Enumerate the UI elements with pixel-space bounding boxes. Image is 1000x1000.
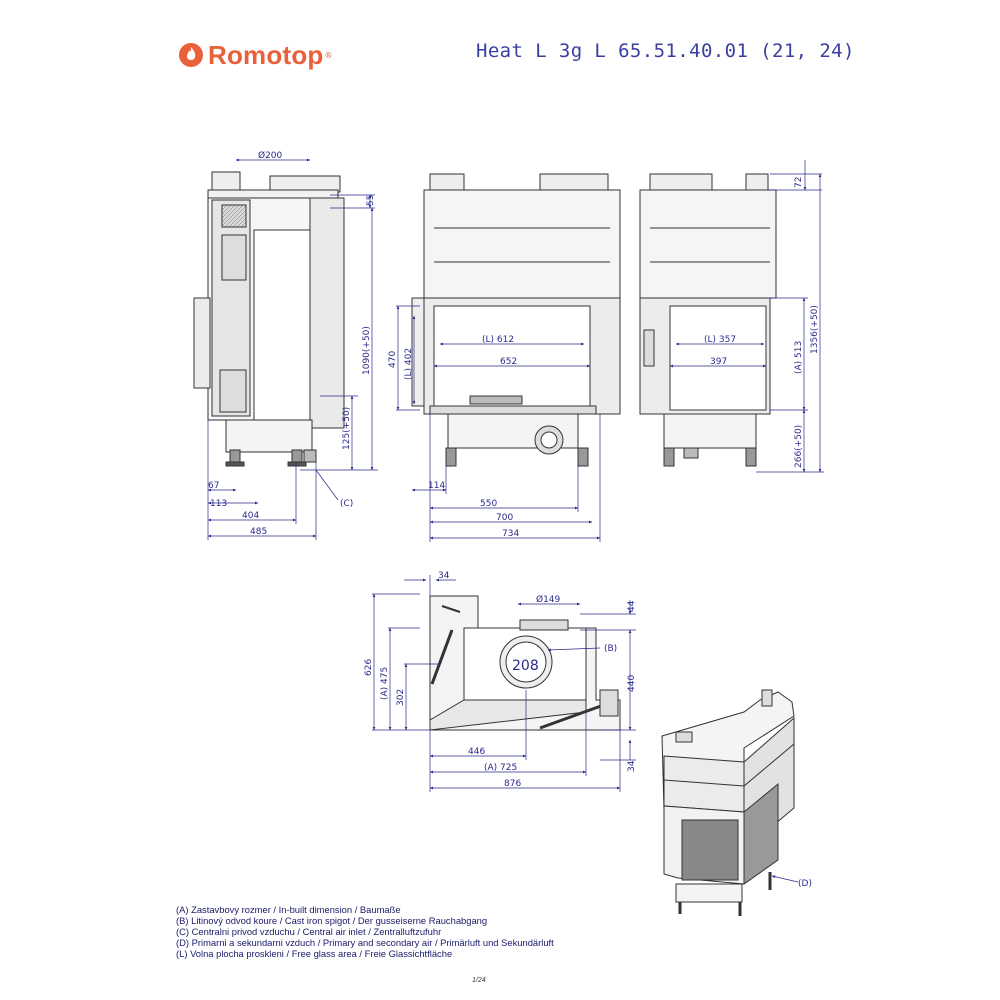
dim-plan-302: 302 <box>396 689 406 706</box>
dim-700: 700 <box>496 513 513 523</box>
side-view-dimensions <box>207 158 378 540</box>
side-view-labels: Ø200 55 1090(+50) 125(+50) 67 113 404 48… <box>208 150 376 537</box>
dim-404: 404 <box>242 511 259 521</box>
dim-right-glass-width: (L) 357 <box>704 335 736 345</box>
isometric-view-dimensions <box>771 875 799 883</box>
legend-item-c: (C) Centralni privod vzduchu / Central a… <box>176 926 442 937</box>
dim-plan-876: 876 <box>504 779 521 789</box>
callout-b: (B) <box>604 644 617 654</box>
model-title: Heat L 3g L 65.51.40.01 (21, 24) <box>476 40 855 62</box>
front-view-dimensions <box>396 305 601 542</box>
dim-side-height: 1090(+50) <box>362 326 372 375</box>
dim-plan-475: (A) 475 <box>380 667 390 700</box>
dim-right-height: 1356(+50) <box>810 305 820 354</box>
brand-name: Romotop <box>208 39 324 70</box>
right-view-labels: (L) 357 397 72 (A) 513 1356(+50) 266(+50… <box>704 177 820 468</box>
legend: (A) Zastavbovy rozmer / In-built dimensi… <box>176 904 554 959</box>
dim-right-glass-height: (A) 513 <box>794 341 804 374</box>
right-view-dimensions <box>669 160 824 473</box>
dim-right-top: 72 <box>794 177 804 188</box>
dim-550: 550 <box>480 499 497 509</box>
dim-flue-diameter: Ø200 <box>258 150 283 161</box>
front-view-labels: (L) 612 652 470 (L) 402 114 550 700 734 <box>388 335 519 539</box>
dim-side-top: 55 <box>366 195 376 206</box>
dim-plan-44: 44 <box>627 600 637 612</box>
plan-view-labels: 34 Ø149 44 (B) 208 440 626 (A) 475 302 4… <box>364 571 637 789</box>
dim-67: 67 <box>208 481 219 491</box>
dim-734: 734 <box>502 529 519 539</box>
callout-d: (D) <box>798 879 812 889</box>
legend-item-b: (B) Litinový odvod koure / Cast iron spi… <box>176 915 488 926</box>
dim-113: 113 <box>210 499 227 509</box>
dim-plan-spigot: 208 <box>512 658 539 674</box>
page-number: 1/24 <box>472 977 486 984</box>
plan-view <box>429 595 621 731</box>
front-view <box>411 173 621 467</box>
legend-item-a: (A) Zastavbovy rozmer / In-built dimensi… <box>176 904 401 915</box>
dim-plan-626: 626 <box>364 659 374 676</box>
dim-plan-34-top: 34 <box>438 571 450 581</box>
legend-item-l: (L) Volna plocha proskleni / Free glass … <box>176 948 453 959</box>
side-view <box>193 171 345 467</box>
brand-logo: Romotop® <box>178 38 332 72</box>
callout-c: (C) <box>340 499 353 509</box>
dim-front-glass-width: (L) 612 <box>482 335 514 345</box>
dim-front-470: 470 <box>388 351 398 368</box>
dim-right-base: 266(+50) <box>794 425 804 468</box>
flame-logo-icon <box>179 43 203 67</box>
dim-114: 114 <box>428 481 445 491</box>
dim-front-inner-width: 652 <box>500 357 517 367</box>
dim-right-inner-width: 397 <box>710 357 727 367</box>
dim-plan-446: 446 <box>468 747 485 757</box>
dim-plan-flue: Ø149 <box>536 594 561 605</box>
dim-plan-725: (A) 725 <box>484 763 517 773</box>
dim-plan-440: 440 <box>627 675 637 692</box>
dim-485: 485 <box>250 527 267 537</box>
legend-item-d: (D) Primarni a sekundarni vzduch / Prima… <box>176 937 554 948</box>
dim-plan-34-bottom: 34 <box>627 760 637 772</box>
right-view <box>639 173 777 467</box>
dim-front-glass-height: (L) 402 <box>404 348 414 380</box>
isometric-view <box>661 689 795 916</box>
dim-side-base: 125(+50) <box>342 407 352 450</box>
plan-view-dimensions <box>372 575 636 792</box>
